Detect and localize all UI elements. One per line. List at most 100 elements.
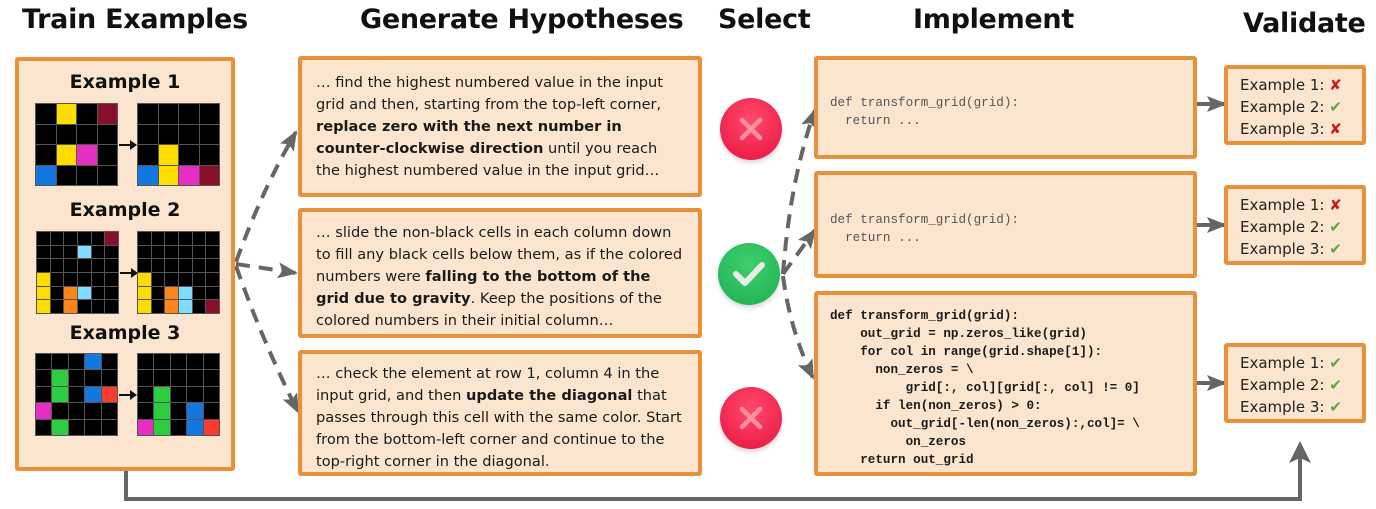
grid-cell <box>138 145 158 165</box>
implementation-3-code: def transform_grid(grid): out_grid = np.… <box>830 309 1140 467</box>
stage-title-select: Select <box>718 4 811 35</box>
grid-cell <box>50 300 64 313</box>
grid-cell <box>158 104 178 124</box>
grid-cell <box>179 104 199 124</box>
grid-cell <box>192 245 206 259</box>
grid-cell <box>138 419 154 435</box>
cross-mark-icon: ✘ <box>1329 196 1342 214</box>
grid-cell <box>37 259 50 272</box>
grid-cell <box>187 386 203 403</box>
grid-cell <box>36 104 56 124</box>
feedback-arrow-train-to-validate <box>124 441 1311 501</box>
grid-cell <box>179 273 192 286</box>
grid-cell <box>101 403 117 419</box>
grid-cell <box>206 232 219 245</box>
grid-cell <box>151 259 165 272</box>
grid-cell <box>199 124 219 144</box>
grid-cell <box>179 124 199 144</box>
grid-cell <box>50 245 64 259</box>
grid-cell <box>68 386 85 403</box>
grid-cell <box>203 370 219 386</box>
grid-cell <box>138 403 154 419</box>
grid-cell <box>91 245 105 259</box>
grid-cell <box>105 232 118 245</box>
grid-cell <box>56 145 76 165</box>
validation-card-3: Example 1: ✔ Example 2: ✔ Example 3: ✔ <box>1224 343 1366 423</box>
grid-cell <box>179 245 192 259</box>
grid-cell <box>187 419 203 435</box>
grid-cell <box>206 300 219 313</box>
grid-cell <box>85 419 101 435</box>
dashed-arrow-to-impl-2 <box>781 228 817 276</box>
grid-cell <box>154 386 170 403</box>
grid-cell <box>91 232 105 245</box>
grid-cell <box>192 259 206 272</box>
stage-title-generate: Generate Hypotheses <box>360 4 684 35</box>
check-circle-icon <box>718 243 780 305</box>
validation-card-1: Example 1: ✘ Example 2: ✔ Example 3: ✘ <box>1224 65 1366 145</box>
example-2-arrow <box>120 268 138 278</box>
grid-cell <box>37 273 50 286</box>
grid-cell <box>36 124 56 144</box>
grid-cell <box>158 145 178 165</box>
grid-cell <box>77 145 97 165</box>
grid-cell <box>199 104 219 124</box>
cross-mark-icon: ✘ <box>1329 76 1342 94</box>
grid-cell <box>170 370 187 386</box>
grid-cell <box>97 104 117 124</box>
validation-card-2: Example 1: ✘ Example 2: ✔ Example 3: ✔ <box>1224 185 1366 265</box>
grid-cell <box>138 124 158 144</box>
validation-row: Example 2: ✔ <box>1240 98 1342 116</box>
grid-cell <box>36 386 52 403</box>
grid-cell <box>85 386 101 403</box>
example-1-input-grid <box>35 103 118 186</box>
x-circle-icon <box>720 387 782 449</box>
grid-cell <box>170 419 187 435</box>
grid-cell <box>138 165 158 185</box>
grid-cell <box>105 300 118 313</box>
grid-cell <box>187 354 203 370</box>
grid-cell <box>105 259 118 272</box>
grid-cell <box>203 386 219 403</box>
grid-cell <box>85 370 101 386</box>
grid-cell <box>37 300 50 313</box>
dashed-arrow-to-hypothesis-2 <box>235 262 298 279</box>
example-1-output-grid <box>137 103 220 186</box>
grid-cell <box>68 419 85 435</box>
grid-cell <box>78 286 91 300</box>
grid-cell <box>138 232 151 245</box>
check-mark-icon: ✔ <box>1329 398 1342 416</box>
grid-cell <box>192 300 206 313</box>
stage-title-validate: Validate <box>1243 8 1366 39</box>
validation-row: Example 2: ✔ <box>1240 218 1342 236</box>
grid-cell <box>187 370 203 386</box>
dashed-arrow-to-impl-1 <box>781 108 817 275</box>
grid-cell <box>50 286 64 300</box>
grid-cell <box>105 286 118 300</box>
grid-cell <box>64 286 77 300</box>
grid-cell <box>151 286 165 300</box>
example-3-input-grid <box>35 353 118 436</box>
grid-cell <box>36 354 52 370</box>
grid-cell <box>91 259 105 272</box>
grid-cell <box>50 232 64 245</box>
check-mark-icon: ✔ <box>1329 376 1342 394</box>
implementation-card-3: def transform_grid(grid): out_grid = np.… <box>814 291 1197 476</box>
grid-cell <box>138 104 158 124</box>
grid-cell <box>165 245 178 259</box>
example-3-label: Example 3 <box>69 322 181 344</box>
grid-cell <box>52 370 68 386</box>
validation-row: Example 3: ✔ <box>1240 240 1342 258</box>
grid-cell <box>52 403 68 419</box>
grid-cell <box>179 259 192 272</box>
grid-cell <box>179 165 199 185</box>
grid-cell <box>192 286 206 300</box>
validation-row: Example 2: ✔ <box>1240 376 1342 394</box>
example-2-input-grid <box>36 231 119 314</box>
grid-cell <box>179 300 192 313</box>
grid-cell <box>85 354 101 370</box>
example-2-label: Example 2 <box>69 199 181 221</box>
grid-cell <box>77 104 97 124</box>
grid-cell <box>52 354 68 370</box>
